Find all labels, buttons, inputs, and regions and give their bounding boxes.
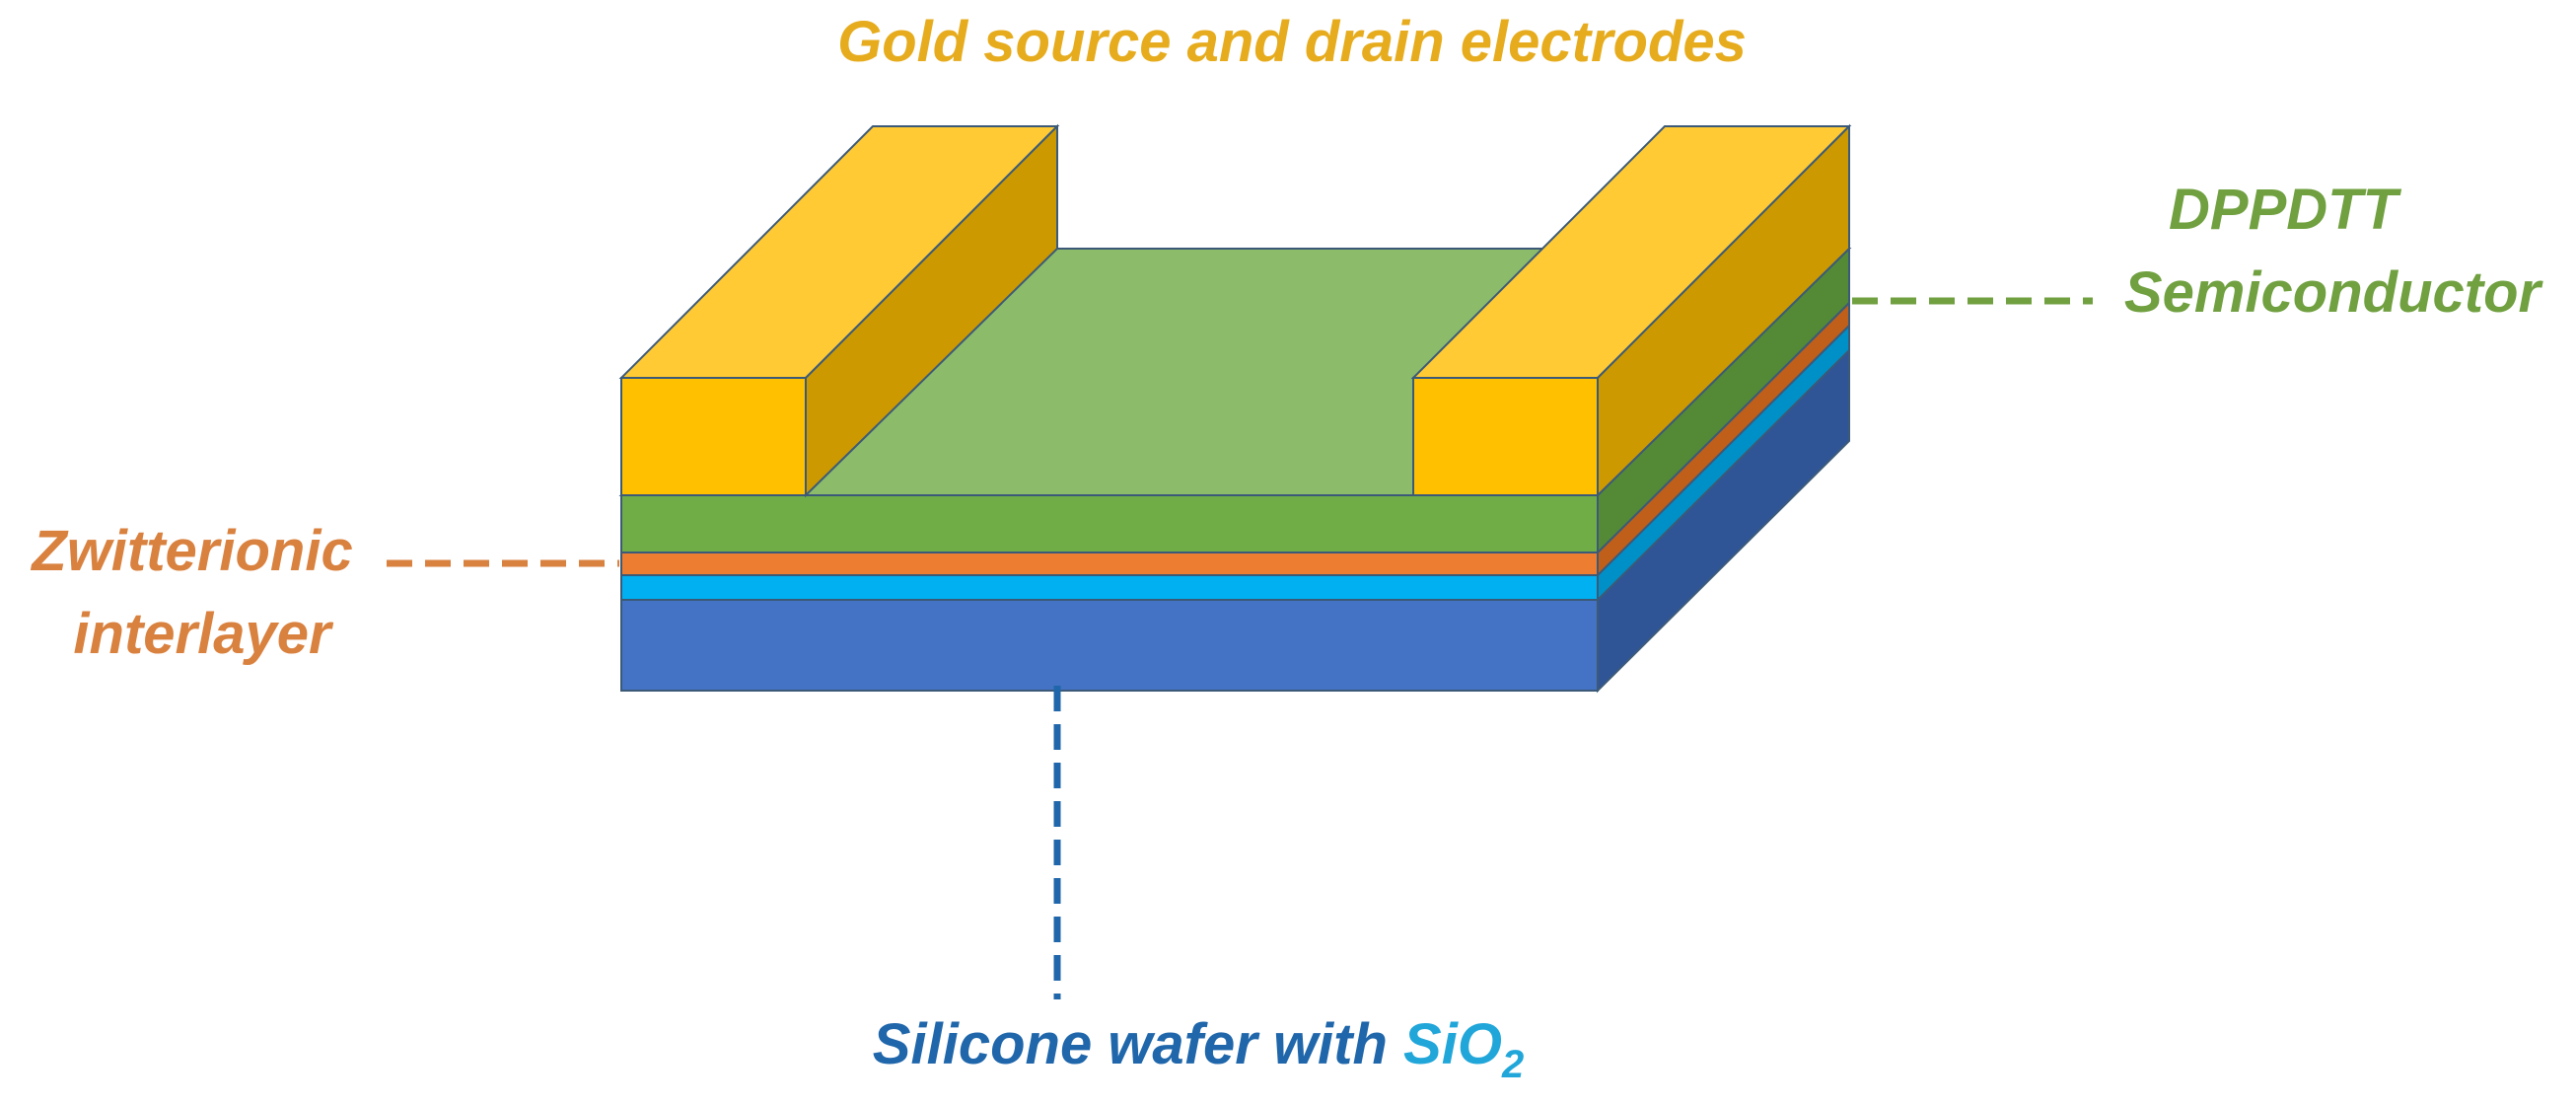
semiconductor-label-line1: DPPDTT <box>2169 178 2402 242</box>
wafer-label-oxide-subscript: 2 <box>1501 1043 1524 1086</box>
wafer-label-oxide: SiO <box>1403 1012 1502 1076</box>
semiconductor-label-line2: Semiconductor <box>2124 260 2544 325</box>
gold-electrode-source <box>618 123 1060 498</box>
wafer-label-prefix: Silicone wafer with <box>873 1012 1403 1076</box>
interlayer-label-line1: Zwitterionic <box>30 519 352 583</box>
device-stack <box>618 123 1852 694</box>
electrodes-label: Gold source and drain electrodes <box>837 10 1747 74</box>
wafer-label: Silicone wafer with SiO2 <box>873 1012 1524 1086</box>
interlayer-label-line2: interlayer <box>73 602 334 666</box>
silicon-wafer-layer <box>620 347 1850 694</box>
zwitterionic-interlayer <box>620 300 1850 578</box>
gold-electrode-drain <box>1410 123 1852 498</box>
